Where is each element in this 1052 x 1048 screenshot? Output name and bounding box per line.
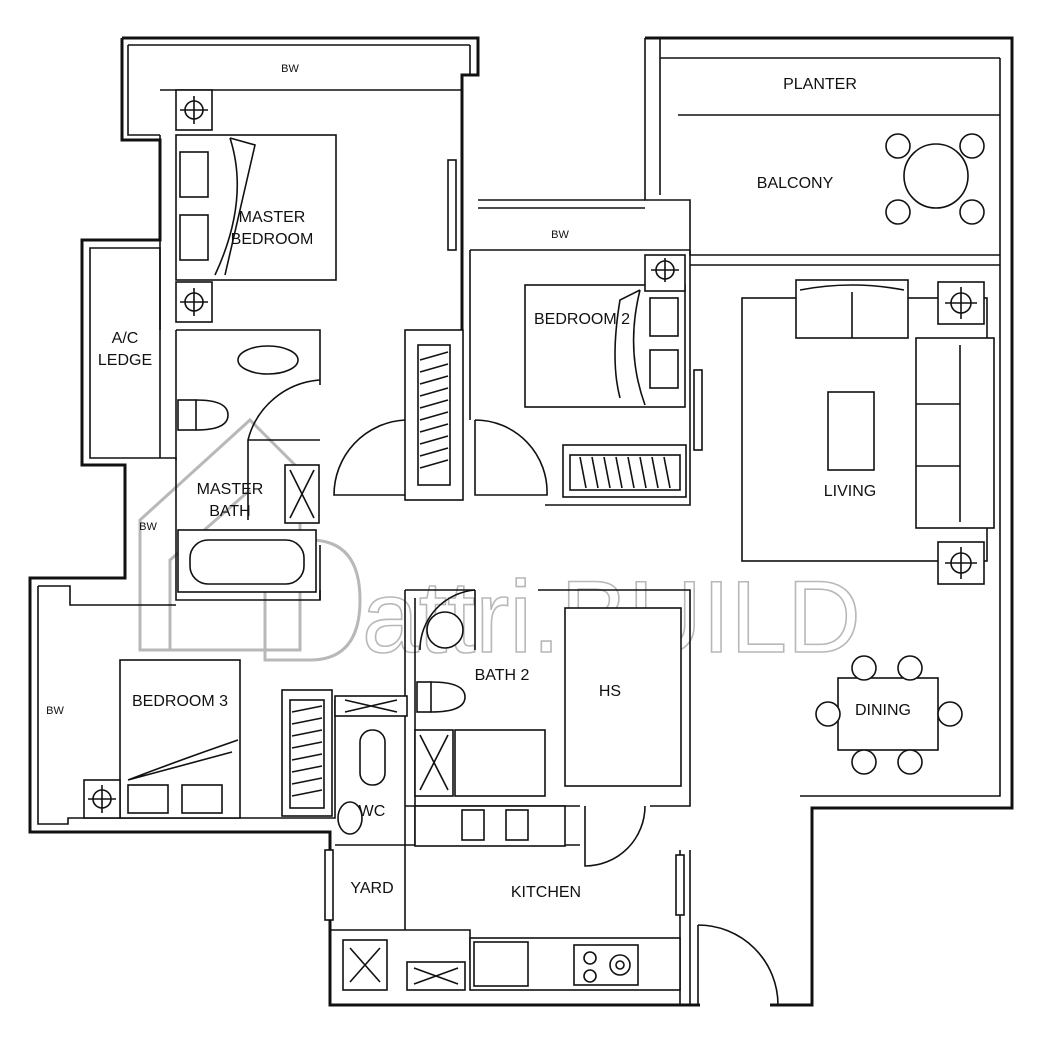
wc-basin [337,801,363,835]
walls [28,36,1014,1007]
lamp-icon [644,254,686,292]
door-hs [584,805,646,867]
label-hs: HS [599,683,621,700]
wardrobes [281,329,687,817]
inner-wall-master [159,89,462,460]
sofa-right [915,337,995,529]
window-kitchen [675,854,685,916]
wardrobe-bedroom3 [281,689,333,817]
bed-bedroom3 [119,659,241,819]
label-ac-ledge-line1: A/C [112,330,139,347]
kitchen-fixtures [342,607,682,991]
kitchen-counter-top [414,805,566,847]
bed-bedroom2 [524,284,686,408]
window-yard [324,849,334,921]
label-living: LIVING [824,483,876,500]
bed-master [175,134,337,281]
label-master-bedroom-line1: MASTER [239,209,306,226]
label-bw-top: BW [281,63,299,75]
beds [119,134,686,819]
master-bath-toilet [177,399,197,431]
label-bedroom2: BEDROOM 2 [534,311,630,328]
inner-wall-balcony-line [644,38,1001,797]
label-balcony: BALCONY [757,175,834,192]
window-bedroom2 [693,369,703,451]
label-master-bedroom-line2: BEDROOM [231,231,314,248]
label-bw-master-bath: BW [139,521,157,533]
lamp-icon [83,779,121,819]
label-master-bath-line1: MASTER [197,481,264,498]
wc-toilet [359,729,386,786]
inner-wall-bedroom3 [37,585,336,825]
hs-shelf [564,607,682,787]
windows [324,159,703,921]
watermark-d-glyph [263,538,362,662]
door-master-bedroom [333,419,406,496]
label-bedroom3: BEDROOM 3 [132,693,228,710]
lamp-icon [937,541,985,585]
outer-wall-left-wing [28,36,700,1007]
master-bath-basin [237,345,299,375]
label-kitchen: KITCHEN [511,884,581,901]
label-dining: DINING [855,702,911,719]
dining-furniture [815,133,985,775]
label-ac-ledge-line2: LEDGE [98,352,152,369]
label-master-bath-line2: BATH [209,503,250,520]
coffee-table [827,391,875,471]
inner-wall-bedroom2 [469,199,691,506]
door-bath2 [419,589,476,651]
label-wc: WC [359,803,386,820]
inner-wall-kitchen [330,844,691,1005]
bath2-toilet [416,681,432,713]
window-master-bedroom [447,159,457,251]
lamp-icon [175,281,213,323]
wardrobe-master [404,329,464,501]
living-furniture [83,89,995,819]
kitchen-hob [573,944,639,986]
label-yard: YARD [350,880,393,897]
doors [247,379,779,1006]
room-labels: MASTER BEDROOM BEDROOM 2 BEDROOM 3 MASTE… [46,63,911,901]
inner-wall-bath2 [404,589,691,846]
wardrobe-bedroom2 [562,444,687,498]
label-bw-bedroom2: BW [551,229,569,241]
lamp-icon [937,281,985,325]
bath-fixtures [177,345,546,835]
bath2-basin [426,611,464,649]
label-planter: PLANTER [783,76,857,93]
outer-wall-right-wing [645,36,1014,1007]
door-bedroom2 [474,419,548,496]
door-main-entry [697,924,779,1006]
dining-table [837,677,939,751]
bath2-shower [454,729,546,797]
bay-window-top-frame [127,44,471,136]
door-master-bath [247,379,321,520]
lamp-icon [175,89,213,131]
balcony-table [903,143,969,209]
label-bath2: BATH 2 [475,667,530,684]
label-bw-bedroom3: BW [46,705,64,717]
